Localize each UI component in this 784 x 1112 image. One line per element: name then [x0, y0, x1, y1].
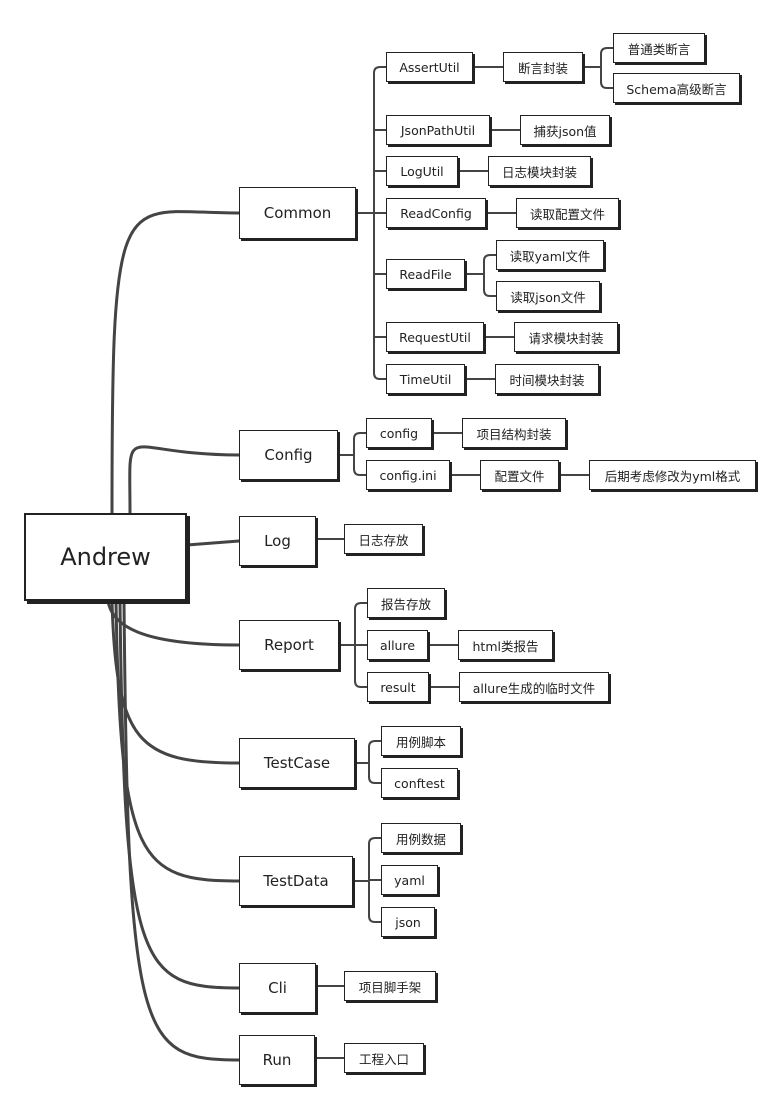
connector-report-result	[354, 680, 368, 688]
node-allure: allure	[367, 630, 428, 660]
node-log: Log	[239, 516, 316, 566]
node-allure-temp-files: allure生成的临时文件	[459, 672, 609, 702]
node-jsonpathutil: JsonPathUtil	[386, 115, 490, 145]
connector-readfile-readyaml	[483, 254, 497, 262]
node-requestutil: RequestUtil	[386, 322, 484, 352]
connector-root-report	[106, 599, 241, 647]
node-logutil: LogUtil	[386, 156, 458, 186]
node-case-scripts: 用例脚本	[381, 726, 461, 756]
node-case-data: 用例数据	[381, 823, 461, 853]
connector-root-common	[110, 210, 241, 515]
connector-testcase-conftest	[368, 776, 382, 784]
node-report: Report	[239, 620, 339, 670]
node-assertion-wrapper: 断言封装	[503, 52, 583, 82]
node-config: Config	[239, 430, 338, 480]
connector-assert-schema	[600, 81, 614, 89]
node-testcase: TestCase	[239, 738, 355, 788]
node-cli: Cli	[239, 963, 316, 1013]
node-run: Run	[239, 1035, 315, 1085]
node-read-json: 读取json文件	[496, 281, 600, 311]
node-read-yaml: 读取yaml文件	[496, 240, 604, 270]
node-time-module: 时间模块封装	[495, 364, 599, 394]
node-project-entry: 工程入口	[344, 1043, 424, 1073]
node-project-structure: 项目结构封装	[462, 418, 566, 448]
connector-common-assertutil	[373, 66, 387, 74]
node-project-scaffold: 项目脚手架	[344, 971, 436, 1001]
node-config-ini: config.ini	[366, 460, 450, 490]
node-config-module: config	[366, 418, 432, 448]
connector-testdata-casedata	[368, 837, 382, 845]
node-readconfig: ReadConfig	[386, 198, 486, 228]
node-read-config-file: 读取配置文件	[516, 198, 619, 228]
node-testdata: TestData	[239, 856, 353, 906]
node-plain-assertion: 普通类断言	[613, 33, 705, 63]
connector-root-testcase	[110, 599, 241, 765]
node-yml-plan: 后期考虑修改为yml格式	[589, 460, 756, 490]
node-conftest: conftest	[381, 768, 458, 798]
node-log-module: 日志模块封装	[488, 156, 591, 186]
connector-root-testdata	[114, 599, 241, 883]
node-result: result	[367, 672, 429, 702]
node-assertutil: AssertUtil	[386, 52, 473, 82]
connector-config-cfgini	[353, 468, 367, 476]
node-common: Common	[239, 187, 356, 239]
node-capture-json: 捕获json值	[520, 115, 610, 145]
node-timeutil: TimeUtil	[386, 364, 465, 394]
node-config-file: 配置文件	[480, 460, 559, 490]
node-yaml: yaml	[381, 865, 438, 895]
connector-report-repstore	[354, 602, 368, 610]
connector-root-config	[128, 445, 241, 515]
connector-config-cfg	[353, 432, 367, 440]
node-schema-assertion: Schema高级断言	[613, 73, 740, 103]
root-node-andrew: Andrew	[24, 513, 187, 601]
node-json: json	[381, 907, 435, 937]
node-html-report: html类报告	[458, 630, 553, 660]
connector-readfile-readjson	[483, 289, 497, 297]
node-request-module: 请求模块封装	[514, 322, 618, 352]
connector-common-timeutil	[373, 372, 387, 380]
node-report-storage: 报告存放	[367, 588, 445, 618]
connector-testcase-casescript	[368, 740, 382, 748]
connector-root-cli	[118, 599, 241, 990]
connector-testdata-json	[368, 915, 382, 923]
connector-root-run	[122, 599, 241, 1062]
node-log-storage: 日志存放	[344, 524, 423, 554]
node-readfile: ReadFile	[386, 259, 465, 289]
connector-root-log	[185, 539, 241, 547]
connector-assert-putong	[600, 47, 614, 55]
